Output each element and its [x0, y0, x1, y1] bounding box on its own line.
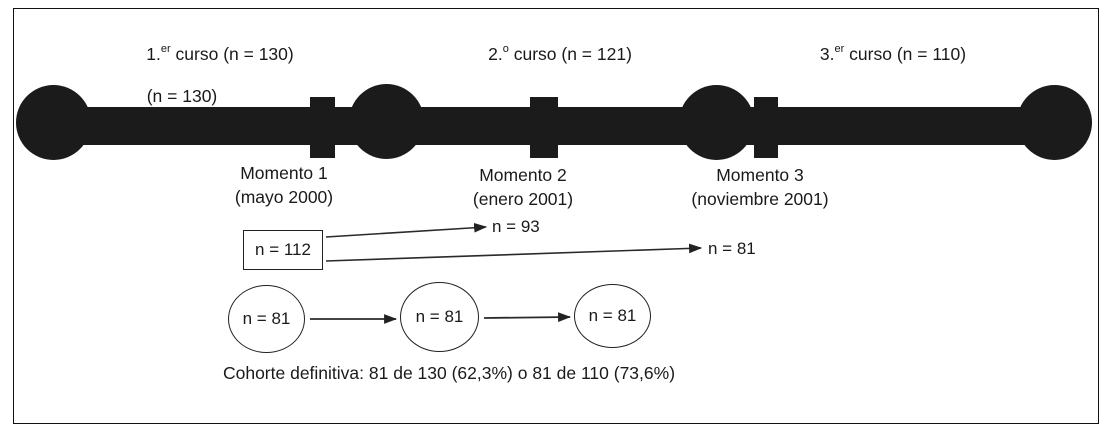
- figure-border: [13, 8, 1099, 424]
- initial-n-label: (n = 130): [146, 86, 218, 106]
- cohort-ellipse-2: n = 81: [400, 282, 479, 352]
- moment-3-name: Momento 3: [716, 165, 804, 185]
- cohort-ellipse-3: n = 81: [574, 284, 651, 348]
- course-3-label: 3.er curso (n = 110): [820, 44, 966, 64]
- moment-3-label: Momento 3 (noviembre 2001): [691, 163, 828, 211]
- course-1-prefix: 1.: [146, 44, 161, 64]
- course-2-rest: curso (n = 121): [508, 44, 632, 64]
- course-3-prefix: 3.: [819, 44, 835, 64]
- cohort-ellipse-1: n = 81: [228, 285, 305, 353]
- timeline-tick-moment1: [310, 97, 335, 158]
- course-1-label: 1.er curso (n = 130): [146, 44, 293, 64]
- timeline-node-start: [16, 85, 91, 160]
- moment-2-date: (enero 2001): [472, 189, 574, 209]
- course-1-ordinal: er: [160, 43, 171, 56]
- course-3-ordinal: er: [834, 43, 845, 56]
- course-2-ordinal: o: [502, 43, 509, 56]
- cohort-caption: Cohorte definitiva: 81 de 130 (62,3%) o …: [222, 363, 676, 383]
- moment-1-label: Momento 1 (mayo 2000): [235, 161, 333, 209]
- moment-1-date: (mayo 2000): [234, 187, 334, 207]
- moment-3-date: (noviembre 2001): [691, 189, 829, 209]
- timeline-tick-moment2: [530, 97, 558, 158]
- timeline-node-course3: [679, 85, 754, 160]
- n81-label: n = 81: [708, 239, 756, 258]
- timeline-tick-moment3: [754, 97, 778, 158]
- course-1-rest: curso (n = 130): [170, 44, 294, 64]
- course-2-prefix: 2.: [488, 44, 503, 64]
- course-3-rest: curso (n = 110): [844, 44, 967, 64]
- timeline-node-course2: [349, 84, 424, 159]
- followup-box: n = 112: [243, 230, 323, 270]
- moment-1-name: Momento 1: [240, 163, 328, 183]
- timeline-node-end: [1017, 85, 1092, 160]
- moment-2-name: Momento 2: [479, 165, 567, 185]
- course-2-label: 2.o curso (n = 121): [488, 44, 632, 64]
- n93-label: n = 93: [492, 217, 540, 236]
- moment-2-label: Momento 2 (enero 2001): [473, 163, 573, 211]
